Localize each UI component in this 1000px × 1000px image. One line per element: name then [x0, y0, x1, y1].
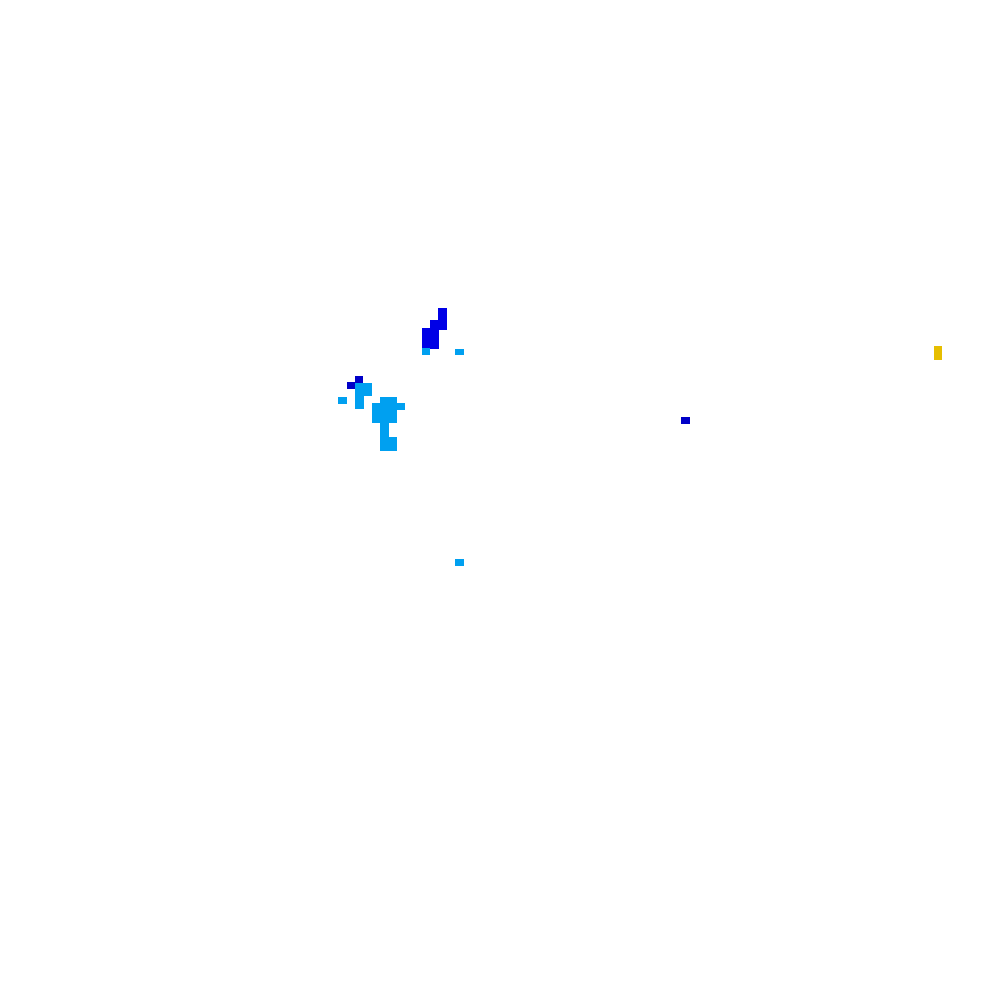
echo-cell: [934, 346, 942, 360]
echo-cell: [347, 382, 356, 389]
echo-cell: [438, 308, 447, 320]
echo-cluster-north: [422, 308, 464, 355]
echo-cell: [422, 348, 430, 355]
echo-cell: [380, 422, 389, 438]
echo-cell: [455, 349, 464, 355]
echo-isolated: [455, 346, 942, 566]
echo-cell: [355, 395, 364, 409]
echo-cell: [372, 403, 405, 410]
echo-cell: [372, 409, 397, 423]
echo-cell: [338, 397, 347, 404]
echo-cell: [380, 437, 397, 451]
echo-cluster-west: [338, 376, 405, 451]
echo-cell: [430, 320, 447, 330]
echo-cell: [681, 417, 690, 424]
echo-cell: [422, 328, 439, 349]
echo-cell: [355, 376, 363, 383]
echo-cell: [455, 559, 464, 566]
echo-cell: [355, 383, 372, 396]
echo-cell: [380, 397, 397, 407]
